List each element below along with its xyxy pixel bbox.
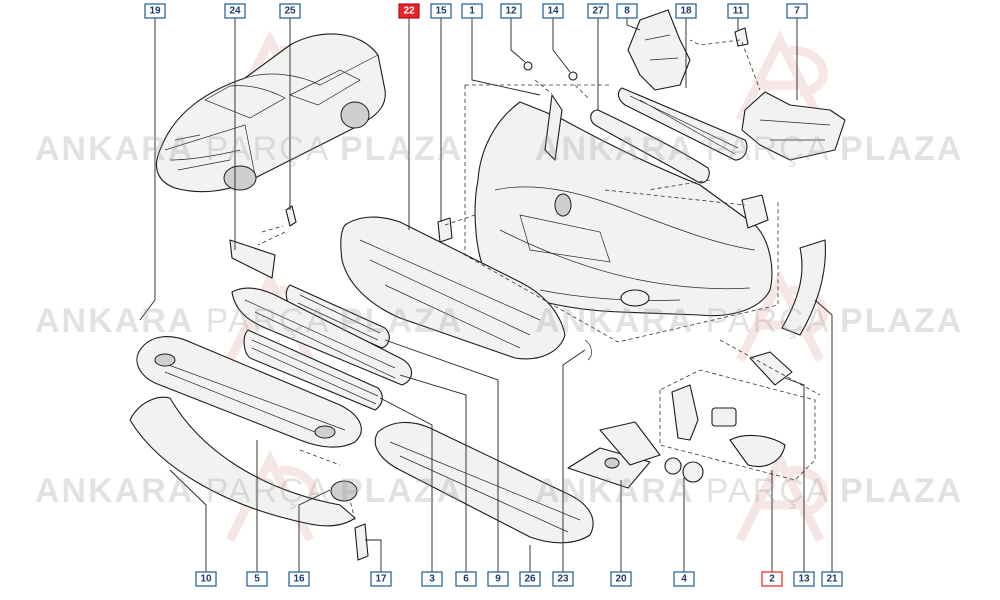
svg-text:10: 10: [200, 574, 212, 585]
svg-text:7: 7: [794, 6, 800, 17]
callouts-top: 19 24 25 22 15 1 12 14 27 8 18 11 7: [144, 3, 808, 19]
svg-text:20: 20: [615, 574, 627, 585]
fasteners: [229, 27, 769, 561]
svg-text:26: 26: [524, 574, 536, 585]
svg-text:1: 1: [469, 6, 475, 17]
callout-4[interactable]: 4: [673, 571, 695, 587]
svg-text:9: 9: [495, 574, 501, 585]
svg-text:21: 21: [826, 574, 838, 585]
svg-text:19: 19: [149, 6, 161, 17]
chrome-strip: [590, 109, 710, 184]
svg-text:24: 24: [229, 6, 241, 17]
leader-lines: [139, 18, 833, 572]
watermark-text: ANKARA PARÇA PLAZA ANKARA PARÇA PLAZA AN…: [35, 130, 963, 510]
svg-text:8: 8: [624, 6, 630, 17]
callout-19[interactable]: 19: [144, 3, 166, 19]
lower-grille: [285, 284, 390, 349]
svg-text:2: 2: [769, 574, 775, 585]
callout-22[interactable]: 22: [398, 3, 420, 19]
svg-text:18: 18: [680, 6, 692, 17]
callout-20[interactable]: 20: [610, 571, 632, 587]
car-illustration: [156, 33, 386, 193]
upper-grille: [617, 87, 748, 161]
watermark-row-5: ANKARA PARÇA PLAZA: [35, 472, 463, 510]
callout-24[interactable]: 24: [224, 3, 246, 19]
callouts-bottom: 10 5 16 17 3 6 9 26 23 20 4 2 13 21: [195, 571, 843, 587]
svg-text:3: 3: [429, 574, 435, 585]
svg-text:6: 6: [463, 574, 469, 585]
callout-15[interactable]: 15: [430, 3, 452, 19]
callout-13[interactable]: 13: [793, 571, 815, 587]
svg-text:16: 16: [293, 574, 305, 585]
energy-absorber: [340, 216, 566, 360]
callout-2[interactable]: 2: [761, 571, 783, 587]
svg-text:12: 12: [505, 6, 517, 17]
callout-7[interactable]: 7: [786, 3, 808, 19]
svg-text:5: 5: [254, 574, 260, 585]
right-bracket: [741, 91, 846, 161]
watermark-row-1: ANKARA PARÇA PLAZA: [35, 130, 463, 168]
callout-21[interactable]: 21: [821, 571, 843, 587]
svg-text:15: 15: [435, 6, 447, 17]
watermark-row-2: ANKARA PARÇA PLAZA: [535, 130, 963, 168]
callout-16[interactable]: 16: [288, 571, 310, 587]
front-bumper-cover: [474, 101, 773, 317]
svg-text:17: 17: [375, 574, 387, 585]
underbody-shield: [374, 421, 594, 544]
svg-text:23: 23: [557, 574, 569, 585]
callout-9[interactable]: 9: [487, 571, 509, 587]
callout-3[interactable]: 3: [421, 571, 443, 587]
svg-text:13: 13: [798, 574, 810, 585]
watermark-row-3: ANKARA PARÇA PLAZA: [35, 302, 463, 340]
clip-box: [567, 421, 661, 489]
svg-text:22: 22: [403, 6, 415, 17]
svg-text:11: 11: [733, 6, 744, 17]
svg-text:4: 4: [681, 574, 687, 585]
callout-8[interactable]: 8: [616, 3, 638, 19]
callout-23[interactable]: 23: [552, 571, 574, 587]
spoiler-lip: [129, 396, 356, 527]
watermark-row-4: ANKARA PARÇA PLAZA: [535, 302, 963, 340]
watermark-row-6: ANKARA PARÇA PLAZA: [535, 472, 963, 510]
callout-10[interactable]: 10: [195, 571, 217, 587]
callout-11[interactable]: 11: [727, 3, 749, 19]
dashed-group-lines: [257, 39, 821, 521]
callout-1[interactable]: 1: [461, 3, 483, 19]
callout-6[interactable]: 6: [455, 571, 477, 587]
callout-17[interactable]: 17: [370, 571, 392, 587]
lower-cover: [136, 336, 362, 448]
callout-27[interactable]: 27: [587, 3, 609, 19]
callout-14[interactable]: 14: [542, 3, 564, 19]
callout-25[interactable]: 25: [279, 3, 301, 19]
grille-frame: [231, 287, 413, 386]
svg-text:25: 25: [284, 6, 296, 17]
grille-mesh: [243, 329, 383, 411]
callout-18[interactable]: 18: [675, 3, 697, 19]
svg-text:14: 14: [547, 6, 559, 17]
callout-26[interactable]: 26: [519, 571, 541, 587]
callout-5[interactable]: 5: [246, 571, 268, 587]
left-bracket: [627, 9, 691, 91]
svg-text:27: 27: [592, 6, 604, 17]
callout-12[interactable]: 12: [500, 3, 522, 19]
